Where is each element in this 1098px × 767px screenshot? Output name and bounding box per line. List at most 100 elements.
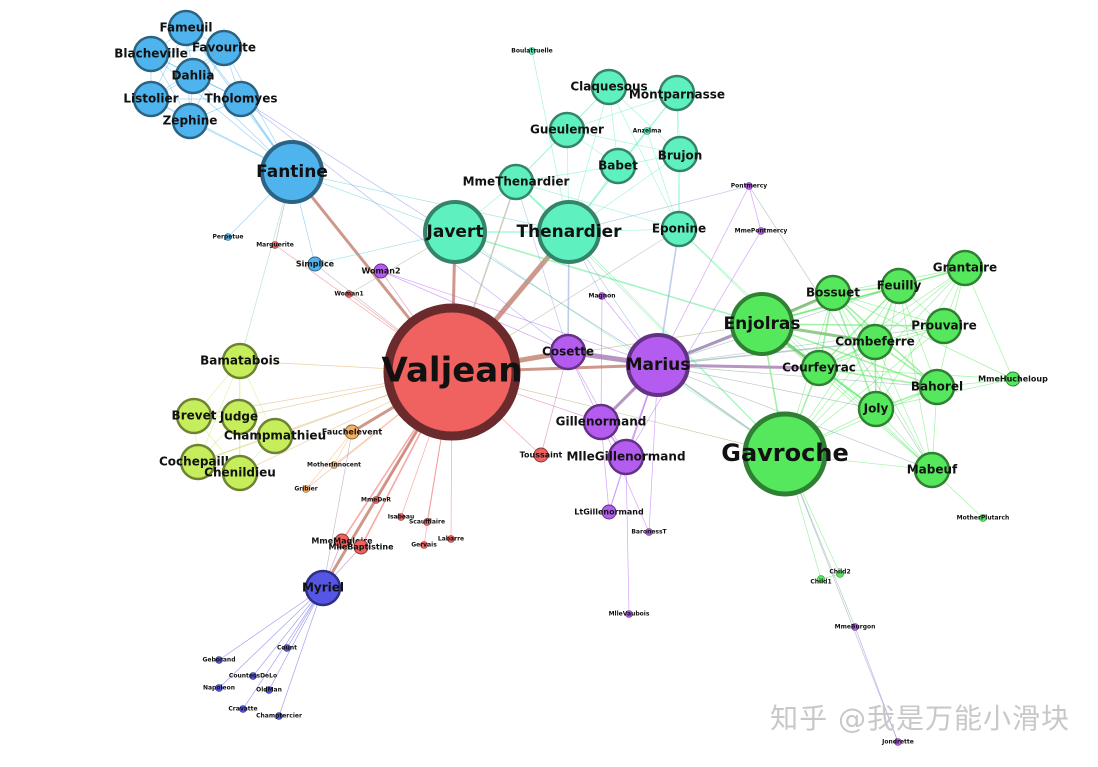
node-circle[interactable] [660, 210, 698, 248]
node-circle[interactable] [132, 35, 170, 73]
node-circle[interactable] [549, 333, 587, 371]
node-circle[interactable] [918, 368, 956, 406]
node-champtercier[interactable]: Champtercier [256, 712, 302, 720]
node-circle[interactable] [601, 504, 617, 520]
node-bahorel[interactable]: Bahorel [911, 368, 963, 406]
node-circle[interactable] [175, 397, 213, 435]
node-circle[interactable] [925, 307, 963, 345]
node-judge[interactable]: Judge [219, 398, 258, 436]
node-circle[interactable] [221, 454, 259, 492]
node-cravatte[interactable]: Cravatte [228, 705, 258, 713]
node-gervais[interactable]: Gervais [411, 541, 437, 549]
node-circle[interactable] [373, 263, 389, 279]
node-babet[interactable]: Babet [598, 147, 638, 185]
node-chenildieu[interactable]: Chenildieu [204, 454, 276, 492]
node-claquesous[interactable]: Claquesous [570, 68, 648, 106]
node-valjean[interactable]: Valjean [382, 303, 523, 441]
node-eponine[interactable]: Eponine [652, 210, 706, 248]
node-child2[interactable]: Child2 [829, 569, 851, 578]
node-circle[interactable] [330, 461, 338, 469]
node-scaufflaire[interactable]: Scaufflaire [409, 518, 445, 526]
node-cochepaille[interactable]: Cochepaille [159, 443, 237, 481]
node-circle[interactable] [851, 623, 859, 631]
node-geborand[interactable]: Geborand [203, 656, 236, 664]
node-jondrette[interactable]: Jondrette [881, 738, 914, 746]
node-mmeder[interactable]: MmeDeR [361, 496, 391, 504]
node-grantaire[interactable]: Grantaire [933, 249, 997, 287]
node-circle[interactable] [661, 135, 699, 173]
node-count[interactable]: Count [277, 644, 297, 652]
node-circle[interactable] [167, 9, 205, 47]
node-circle[interactable] [946, 249, 984, 287]
node-circle[interactable] [222, 80, 260, 118]
node-circle[interactable] [658, 74, 696, 112]
node-joly[interactable]: Joly [857, 390, 895, 428]
node-boulatruelle[interactable]: Boulatruelle [511, 47, 553, 55]
node-circle[interactable] [372, 496, 380, 504]
node-dahlia[interactable]: Dahlia [172, 57, 215, 95]
node-circle[interactable] [599, 147, 637, 185]
node-fauchelevent[interactable]: Fauchelevent [322, 424, 382, 440]
node-circle[interactable] [598, 292, 606, 300]
node-marguerite[interactable]: Marguerite [256, 241, 294, 249]
node-enjolras[interactable]: Enjolras [723, 292, 801, 356]
node-mmepontmercy[interactable]: MmePontmercy [735, 227, 788, 235]
node-circle[interactable] [249, 672, 257, 680]
node-anzelma[interactable]: Anzelma [633, 127, 662, 135]
node-circle[interactable] [528, 47, 536, 55]
node-circle[interactable] [607, 438, 645, 476]
node-circle[interactable] [857, 390, 895, 428]
node-circle[interactable] [205, 29, 243, 67]
node-labarre[interactable]: Labarre [438, 535, 464, 543]
node-woman1[interactable]: Woman1 [334, 290, 364, 298]
node-favourite[interactable]: Favourite [192, 29, 256, 67]
node-toussaint[interactable]: Toussaint [520, 447, 563, 463]
node-magnon[interactable]: Magnon [589, 292, 616, 300]
node-circle[interactable] [132, 80, 170, 118]
node-napoleon[interactable]: Napoleon [203, 684, 235, 692]
node-circle[interactable] [757, 227, 765, 235]
node-gavroche[interactable]: Gavroche [721, 411, 849, 497]
node-montparnasse[interactable]: Montparnasse [629, 74, 725, 112]
node-listolier[interactable]: Listolier [123, 80, 179, 118]
node-circle[interactable] [283, 644, 291, 652]
node-mmethenardier[interactable]: MmeThenardier [463, 163, 570, 201]
node-feuilly[interactable]: Feuilly [877, 267, 922, 305]
node-circle[interactable] [344, 424, 360, 440]
node-brevet[interactable]: Brevet [172, 397, 217, 435]
node-blacheville[interactable]: Blacheville [114, 35, 188, 73]
node-motherinnocent[interactable]: MotherInnocent [307, 461, 361, 469]
node-mmehucheloup[interactable]: MmeHucheloup [978, 371, 1048, 387]
node-circle[interactable] [265, 686, 273, 694]
node-gillenormand[interactable]: Gillenormand [556, 403, 647, 441]
node-woman2[interactable]: Woman2 [361, 263, 401, 279]
node-circle[interactable] [800, 349, 838, 387]
node-circle[interactable] [353, 539, 369, 555]
node-mllevaubois[interactable]: MlleVaubois [609, 610, 650, 618]
node-mmemagloire[interactable]: MmeMagloire [311, 533, 373, 549]
node-circle[interactable] [334, 533, 350, 549]
node-ltgillenormand[interactable]: LtGillenormand [574, 504, 644, 520]
node-circle[interactable] [221, 342, 259, 380]
node-circle[interactable] [894, 738, 902, 746]
node-circle[interactable] [1005, 371, 1021, 387]
node-circle[interactable] [742, 411, 828, 497]
node-circle[interactable] [856, 323, 894, 361]
node-circle[interactable] [447, 535, 455, 543]
node-circle[interactable] [582, 403, 620, 441]
node-circle[interactable] [590, 68, 628, 106]
node-circle[interactable] [537, 200, 601, 264]
node-circle[interactable] [260, 140, 324, 204]
node-circle[interactable] [271, 241, 279, 249]
node-circle[interactable] [224, 233, 232, 241]
node-oldman[interactable]: OldMan [256, 686, 282, 694]
node-circle[interactable] [645, 528, 653, 536]
node-circle[interactable] [626, 333, 690, 397]
node-circle[interactable] [256, 417, 294, 455]
node-simplice[interactable]: Simplice [296, 256, 335, 272]
node-circle[interactable] [497, 163, 535, 201]
node-gribier[interactable]: Gribier [294, 485, 318, 493]
node-javert[interactable]: Javert [423, 200, 487, 264]
node-mmehucheloup0[interactable]: Isabeau [388, 513, 415, 521]
node-circle[interactable] [215, 656, 223, 664]
